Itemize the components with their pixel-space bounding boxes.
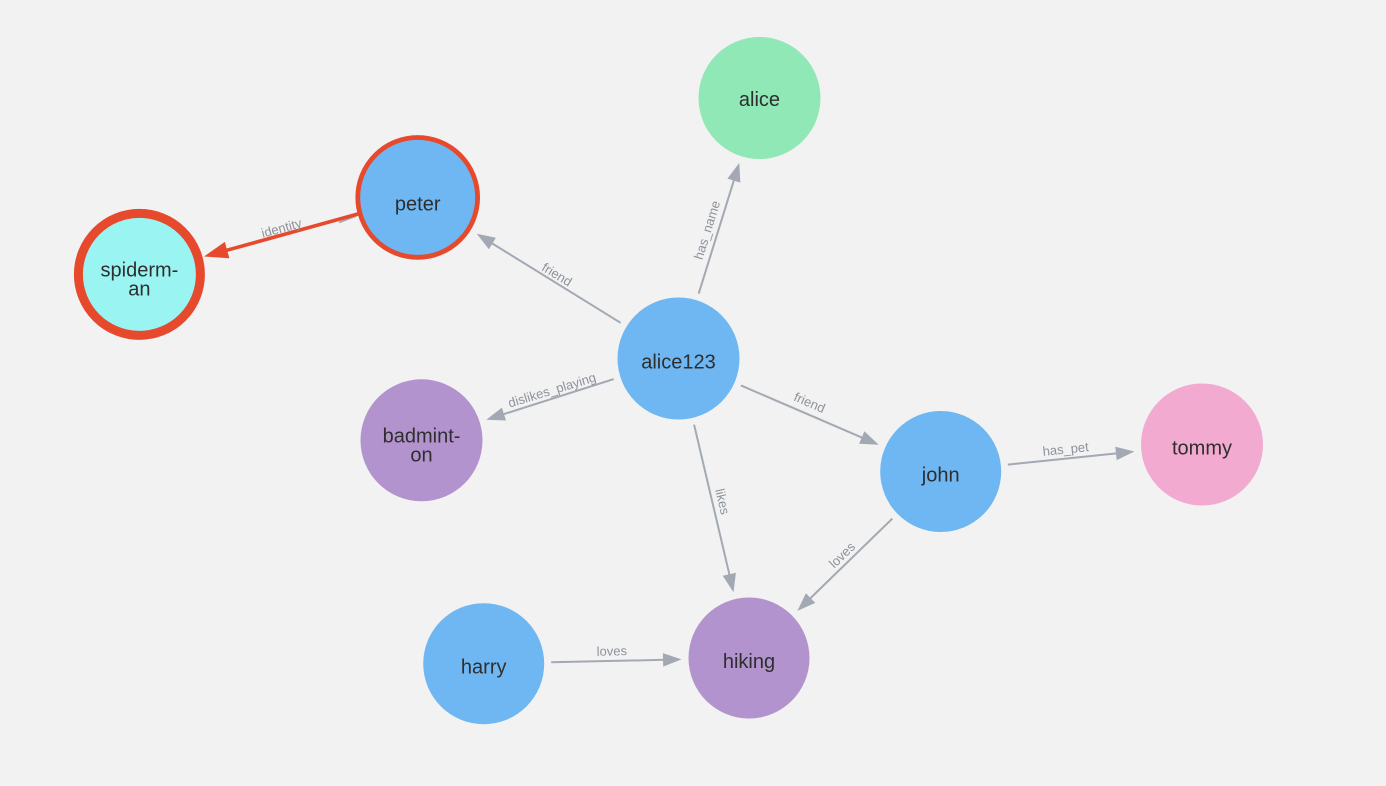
svg-text:alice123: alice123	[641, 352, 716, 374]
svg-text:badmint-: badmint-	[383, 425, 461, 447]
svg-text:hiking: hiking	[723, 651, 775, 673]
svg-text:friend: friend	[539, 260, 575, 290]
svg-text:loves: loves	[596, 643, 627, 659]
svg-text:peter: peter	[395, 193, 441, 215]
svg-text:has_pet: has_pet	[1042, 439, 1090, 459]
svg-text:john: john	[921, 465, 960, 487]
svg-text:on: on	[410, 444, 432, 466]
svg-text:alice: alice	[739, 89, 780, 111]
svg-text:tommy: tommy	[1172, 438, 1232, 460]
svg-text:spiderm-: spiderm-	[101, 259, 179, 281]
svg-text:harry: harry	[461, 657, 507, 679]
svg-text:friend: friend	[792, 389, 828, 416]
svg-text:dislikes_playing: dislikes_playing	[506, 370, 597, 411]
svg-text:likes: likes	[712, 487, 733, 516]
svg-text:an: an	[128, 278, 150, 300]
